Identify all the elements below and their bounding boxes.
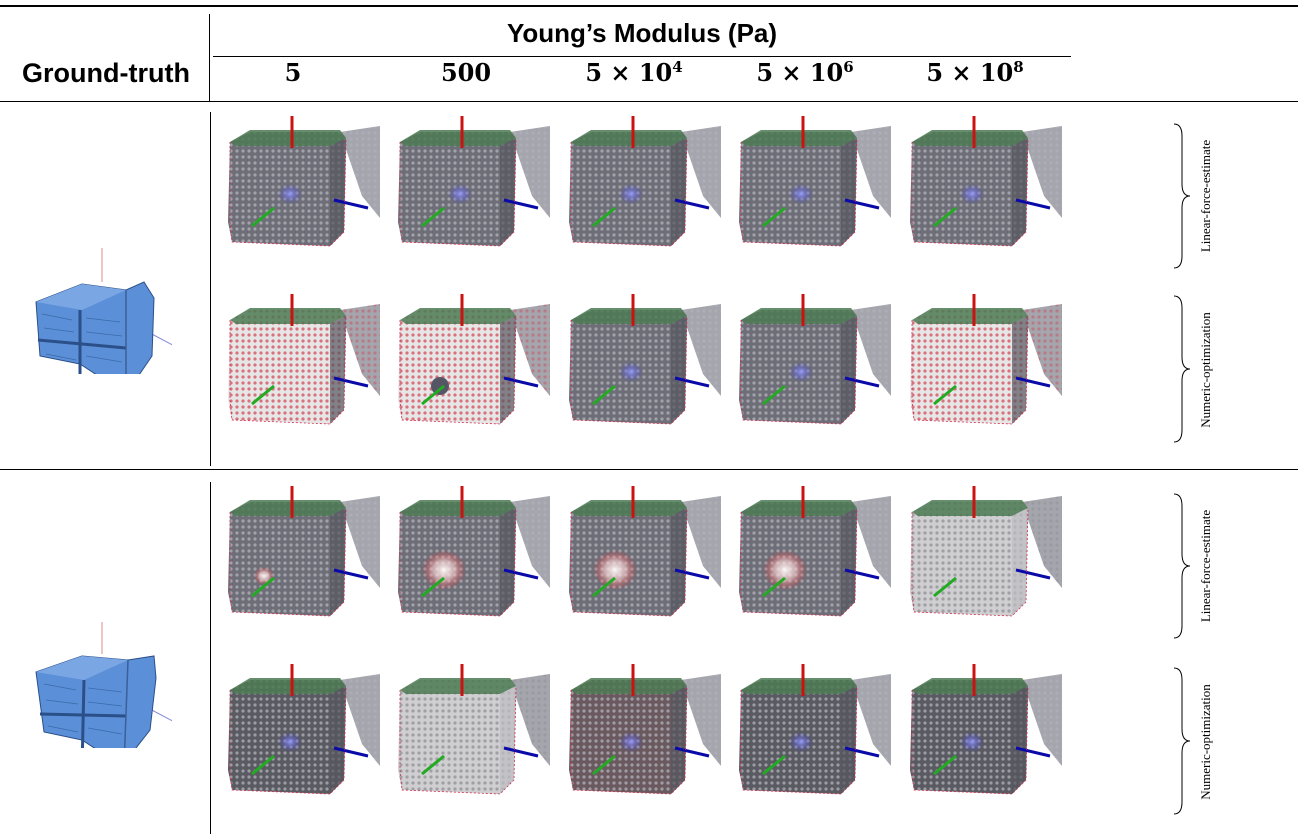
deformation-render-g2-r1-c3: [563, 482, 721, 622]
column-label-4: 5 × 106: [756, 58, 854, 87]
deformation-render-g2-r1-c5: [904, 482, 1062, 622]
deformation-render-g1-r1-c4: [733, 112, 891, 252]
side-label-group2-row2: Numeric-optimization: [1198, 684, 1213, 800]
top-rule: [0, 5, 1298, 7]
brace-group1-row2: [1173, 295, 1191, 443]
deformation-render-g2-r1-c2: [392, 482, 550, 622]
deformation-render-g1-r1-c5: [904, 112, 1062, 252]
deformation-render-g1-r1-c1: [222, 112, 380, 252]
title-underline: [213, 56, 1071, 57]
deformation-render-g2-r2-c3: [563, 660, 721, 800]
header-vertical-rule: [209, 14, 210, 102]
column-label-5: 5 × 108: [926, 58, 1024, 87]
brace-group2-row1: [1173, 493, 1191, 639]
brace-group1-row1: [1173, 123, 1191, 269]
side-label-group2-row1: Linear-force-estimate: [1198, 509, 1213, 623]
deformation-render-g1-r1-c2: [392, 112, 550, 252]
body-vertical-rule-1: [210, 112, 211, 466]
deformation-render-g2-r2-c2: [392, 660, 550, 800]
header-bottom-rule: [0, 101, 1298, 102]
brace-group2-row2: [1173, 667, 1191, 815]
deformation-render-g1-r2-c5: [904, 290, 1062, 430]
deformation-render-g2-r2-c5: [904, 660, 1062, 800]
deformation-render-g1-r2-c1: [222, 290, 380, 430]
ground-truth-cube-2: [22, 618, 172, 748]
deformation-render-g1-r2-c4: [733, 290, 891, 430]
column-label-1: 5: [284, 58, 302, 87]
column-label-2: 500: [440, 58, 492, 87]
deformation-render-g1-r1-c3: [563, 112, 721, 252]
ground-truth-cube-1: [22, 244, 172, 374]
deformation-render-g2-r2-c1: [222, 660, 380, 800]
deformation-render-g2-r2-c4: [733, 660, 891, 800]
side-label-group1-row1: Linear-force-estimate: [1198, 139, 1213, 253]
table-title: Young’s Modulus (Pa): [506, 18, 778, 48]
deformation-render-g2-r1-c1: [222, 482, 380, 622]
group-separator-rule: [0, 469, 1298, 470]
side-label-group1-row2: Numeric-optimization: [1198, 312, 1213, 428]
deformation-render-g1-r2-c3: [563, 290, 721, 430]
deformation-render-g2-r1-c4: [733, 482, 891, 622]
column-label-3: 5 × 104: [585, 58, 683, 87]
deformation-render-g1-r2-c2: [392, 290, 550, 430]
body-vertical-rule-2: [210, 482, 211, 834]
ground-truth-header: Ground-truth: [22, 58, 190, 88]
